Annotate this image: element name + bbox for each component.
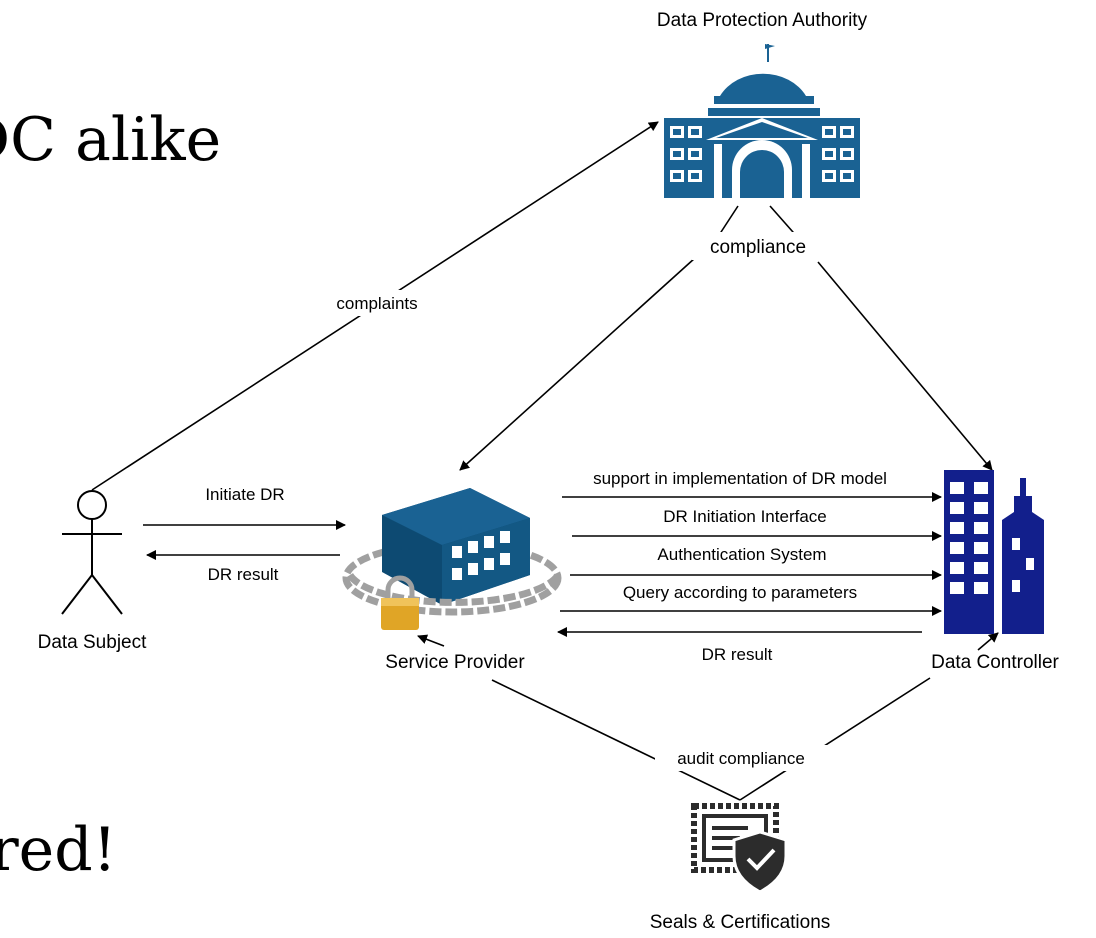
edge-compliance-right-b	[817, 261, 993, 471]
label-dr-result-left: DR result	[208, 565, 279, 584]
certificate-icon	[691, 803, 788, 894]
label-controller: Data Controller	[931, 652, 1059, 673]
label-provider: Service Provider	[385, 652, 525, 673]
label-auth: Authentication System	[657, 545, 826, 564]
padlock-icon	[381, 575, 419, 630]
label-dpa: Data Protection Authority	[657, 10, 868, 31]
government-building-icon	[664, 44, 860, 198]
label-initiate-dr: Initiate DR	[205, 485, 284, 504]
edge-compliance-left-b	[459, 257, 696, 471]
edge-controller-self	[977, 632, 999, 651]
label-seals: Seals & Certifications	[650, 912, 831, 933]
slide-text-bottom: red!	[0, 815, 117, 885]
skyscraper-icon	[944, 470, 1044, 634]
office-building-icon	[342, 488, 562, 616]
label-audit: audit compliance	[677, 749, 805, 768]
person-icon	[61, 490, 123, 615]
label-subject: Data Subject	[38, 632, 148, 653]
edges	[91, 121, 999, 801]
label-support: support in implementation of DR model	[593, 469, 887, 488]
edge-provider-self	[417, 634, 445, 647]
slide-text-top: DC alike	[0, 105, 222, 175]
label-query: Query according to parameters	[623, 583, 857, 602]
label-complaints: complaints	[336, 294, 417, 313]
label-compliance: compliance	[710, 237, 806, 258]
edge-audit-left	[491, 679, 741, 801]
edge-audit-right	[739, 677, 931, 801]
label-dr-result-right: DR result	[702, 645, 773, 664]
label-interface: DR Initiation Interface	[663, 507, 826, 526]
